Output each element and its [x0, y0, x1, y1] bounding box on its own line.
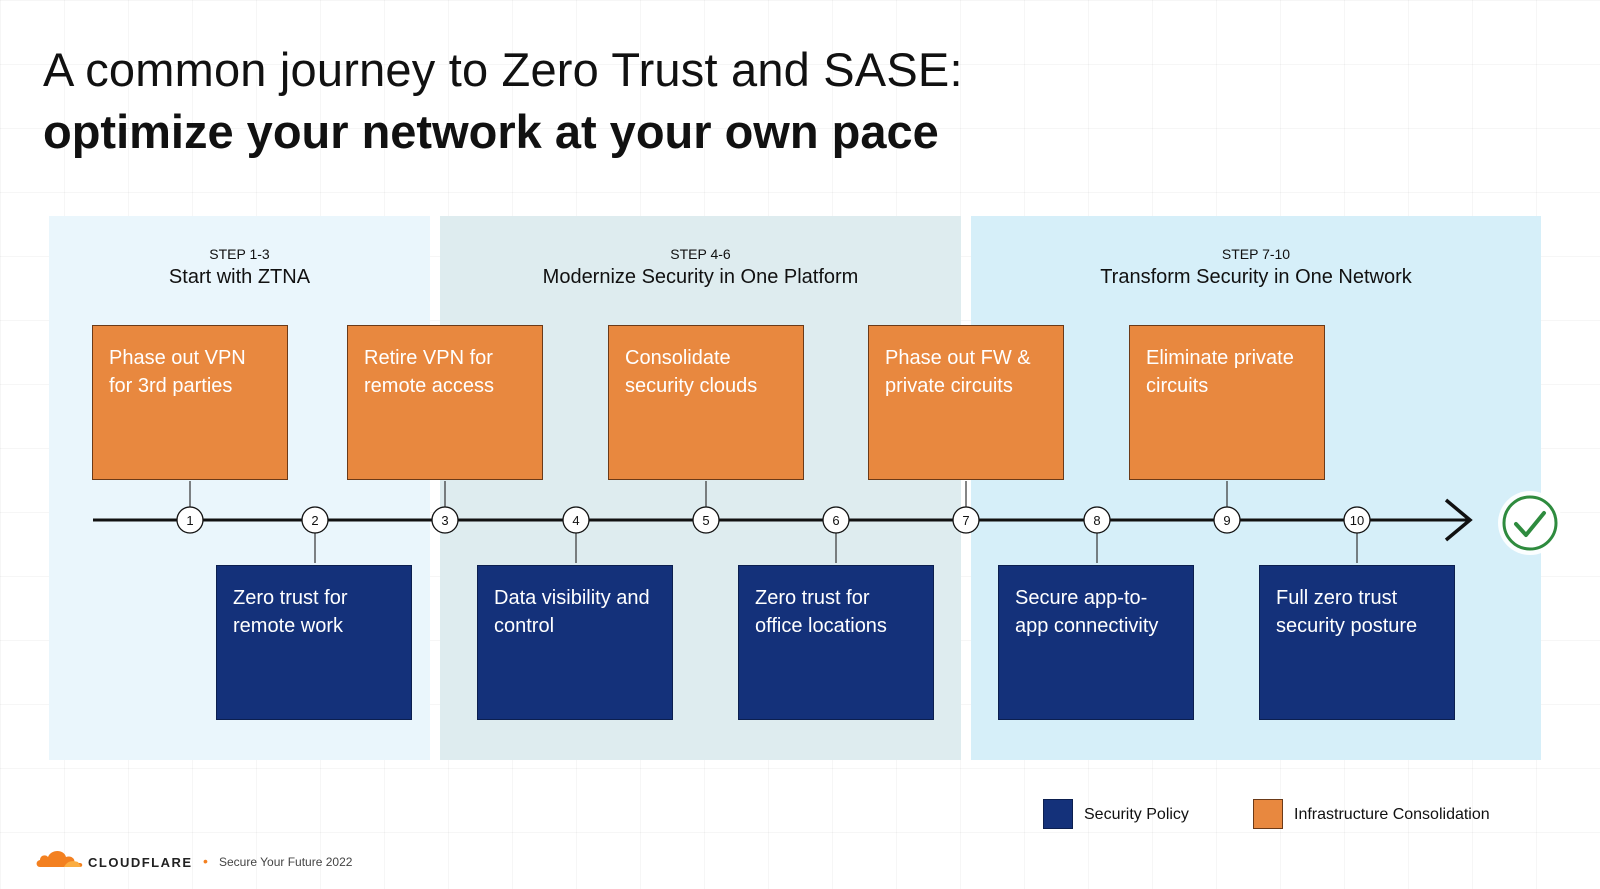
title-line-2: optimize your network at your own pace	[43, 105, 939, 158]
title-line-1: A common journey to Zero Trust and SASE:	[43, 43, 963, 96]
legend-swatch-security	[1043, 799, 1073, 829]
phase-step-label: STEP 1-3	[209, 246, 270, 262]
step-box-6: Zero trust for office locations	[738, 565, 934, 720]
phase-step-label: STEP 7-10	[1221, 246, 1291, 262]
step-box-9: Eliminate private circuits	[1129, 325, 1325, 480]
step-box-2: Zero trust for remote work	[216, 565, 412, 720]
phase-step-label: STEP 4-6	[670, 246, 731, 262]
footer-event-name: Secure Your Future 2022	[219, 855, 353, 869]
phase-title: Transform Security in One Network	[1100, 266, 1412, 288]
step-box-7: Phase out FW & private circuits	[868, 325, 1064, 480]
step-box-10: Full zero trust security posture	[1259, 565, 1455, 720]
step-box-8: Secure app-to-app connectivity	[998, 565, 1194, 720]
legend-label-security: Security Policy	[1084, 806, 1189, 823]
cloudflare-logo-icon	[36, 851, 83, 867]
footer-separator: •	[203, 853, 208, 869]
legend-label-infrastructure: Infrastructure Consolidation	[1294, 806, 1490, 823]
step-box-5: Consolidate security clouds	[608, 325, 804, 480]
footer-brand: CLOUDFLARE	[88, 855, 193, 870]
step-box-4: Data visibility and control	[477, 565, 673, 720]
step-box-3: Retire VPN for remote access	[347, 325, 543, 480]
phase-title: Modernize Security in One Platform	[542, 266, 859, 288]
legend-swatch-infrastructure	[1253, 799, 1283, 829]
step-box-1: Phase out VPN for 3rd parties	[92, 325, 288, 480]
phase-title: Start with ZTNA	[168, 266, 311, 288]
